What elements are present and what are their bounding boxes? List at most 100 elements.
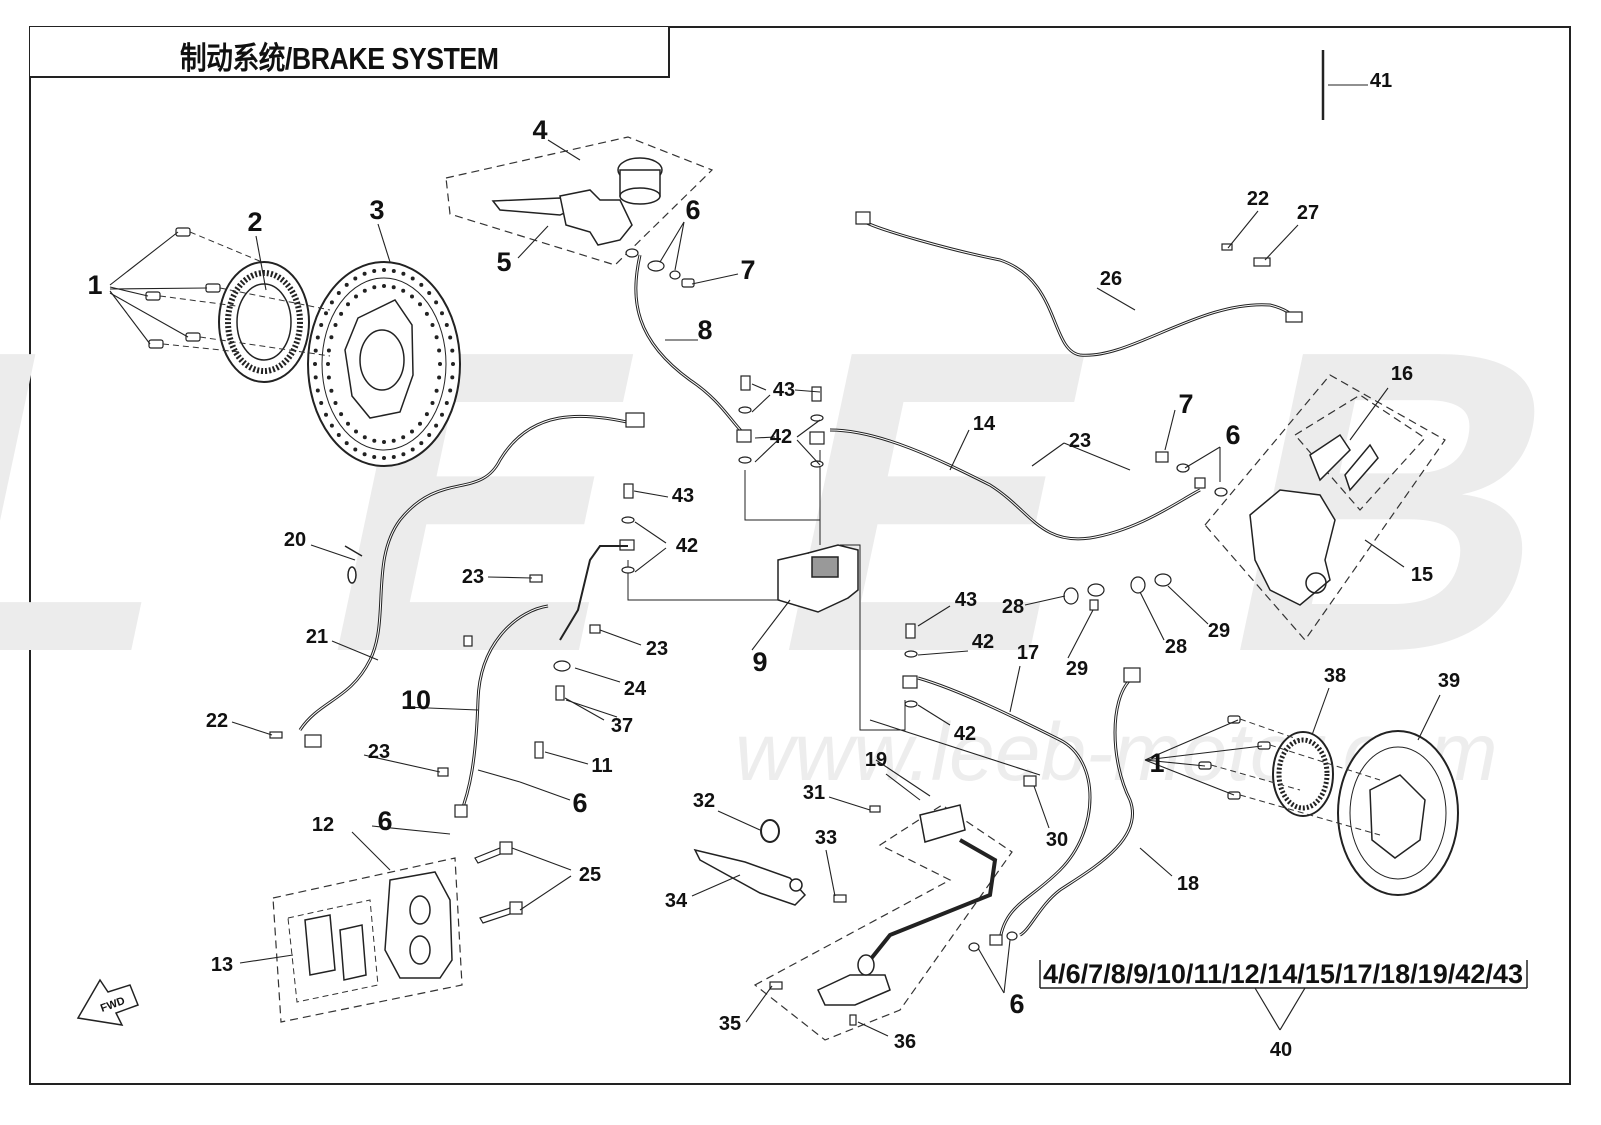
disc-hole xyxy=(410,276,415,281)
leader-line xyxy=(1096,287,1136,311)
disc-hole xyxy=(346,302,350,307)
leader-line xyxy=(511,847,572,871)
disc-hole xyxy=(313,348,318,353)
callout-c38: 38 xyxy=(1324,665,1346,687)
callout-c3: 3 xyxy=(369,195,384,225)
leader-line xyxy=(310,544,356,561)
leader-line xyxy=(239,954,294,964)
disc-hole xyxy=(353,447,358,452)
leader-line xyxy=(574,667,621,683)
callout-c6d: 6 xyxy=(1225,420,1240,450)
disc-hole xyxy=(419,282,424,287)
disc-hole xyxy=(326,348,331,353)
callout-c14: 14 xyxy=(973,413,996,435)
rear-caliper-15 xyxy=(1249,489,1336,606)
disc-hole xyxy=(372,455,377,459)
disc-hole xyxy=(329,300,334,305)
rear-banjo-6-7 xyxy=(1155,451,1228,497)
disc-hole xyxy=(333,401,338,405)
leader-line xyxy=(1144,759,1206,767)
callout-c12: 12 xyxy=(312,814,334,836)
disc-hole xyxy=(382,268,386,272)
disc-hole xyxy=(372,269,377,273)
disc-hole xyxy=(313,362,317,366)
callout-c42d: 42 xyxy=(954,723,976,745)
leader-line xyxy=(544,751,589,765)
leader-line xyxy=(487,576,533,579)
leader-line xyxy=(1164,409,1176,451)
leader-line xyxy=(1227,210,1259,249)
disc-hole xyxy=(440,412,444,417)
callout-c22b: 22 xyxy=(1247,188,1269,210)
callout-c43a: 43 xyxy=(773,379,795,401)
callout-c23d: 23 xyxy=(1069,430,1091,452)
disc-hole xyxy=(336,433,341,437)
leader-line xyxy=(109,287,208,290)
disc-hole xyxy=(444,323,449,327)
leader-line xyxy=(477,769,521,783)
caliper-bolts-25 xyxy=(474,841,523,924)
leader-line xyxy=(1349,387,1389,441)
callout-c42c: 42 xyxy=(972,631,994,653)
disc-hole xyxy=(372,438,377,443)
callout-c35: 35 xyxy=(719,1013,741,1035)
leader-line xyxy=(371,825,451,835)
disc-hole xyxy=(418,421,422,426)
rear-bolt-dashes xyxy=(1210,718,1381,836)
disc-hole xyxy=(424,412,429,417)
disc-hole xyxy=(419,441,424,446)
leader-line xyxy=(917,605,951,627)
disc-hole xyxy=(329,335,334,340)
disc-hole xyxy=(444,401,449,405)
callout-c15: 15 xyxy=(1411,564,1433,586)
disc-hole xyxy=(362,452,367,457)
callout-c24: 24 xyxy=(624,678,647,700)
leader-line xyxy=(869,719,1041,776)
callout-c7b: 7 xyxy=(1178,389,1193,419)
leader-line xyxy=(1167,585,1209,625)
callout-c8: 8 xyxy=(697,315,712,345)
front-master-cylinder xyxy=(491,157,663,246)
leader-line xyxy=(109,292,189,338)
leader-line xyxy=(754,439,779,463)
abs-modulator xyxy=(777,544,859,613)
leader-line xyxy=(1311,687,1330,736)
leader-line xyxy=(828,796,871,811)
disc-hole xyxy=(434,335,439,340)
disc-hole xyxy=(315,388,320,393)
callout-c23c: 23 xyxy=(368,741,390,763)
front-caliper-12 xyxy=(384,871,453,979)
callout-c25: 25 xyxy=(579,864,601,886)
leader-line xyxy=(109,290,151,345)
disc-hole xyxy=(410,447,415,452)
disc-hole xyxy=(401,288,406,293)
leader-line xyxy=(565,699,618,718)
disc-hole xyxy=(324,412,328,417)
leader-line xyxy=(949,429,970,471)
callout-c37: 37 xyxy=(611,715,633,737)
rear-sensor-connectors xyxy=(855,211,1303,323)
disc-hole xyxy=(333,323,338,327)
disc-hole xyxy=(313,375,318,380)
disc-hole xyxy=(438,362,442,366)
page-title: 制动系统/BRAKE SYSTEM xyxy=(180,41,499,76)
leader-line xyxy=(825,849,836,897)
callout-c2: 2 xyxy=(247,207,262,237)
callout-c7a: 7 xyxy=(740,255,755,285)
title-box: 制动系统/BRAKE SYSTEM xyxy=(30,27,670,78)
disc-hole xyxy=(437,348,442,353)
leader-line xyxy=(1003,939,1011,994)
leader-line xyxy=(231,721,273,736)
rear-brake-pedal-34 xyxy=(693,848,807,906)
disc-hole xyxy=(427,433,432,437)
leader-line xyxy=(1063,442,1131,471)
leader-line xyxy=(599,629,642,646)
leader-line xyxy=(751,599,791,651)
callout-c26: 26 xyxy=(1100,268,1122,290)
disc-hole xyxy=(339,412,344,417)
disc-hole xyxy=(440,311,444,316)
callout-c30: 30 xyxy=(1046,829,1068,851)
disc-hole xyxy=(353,276,358,281)
